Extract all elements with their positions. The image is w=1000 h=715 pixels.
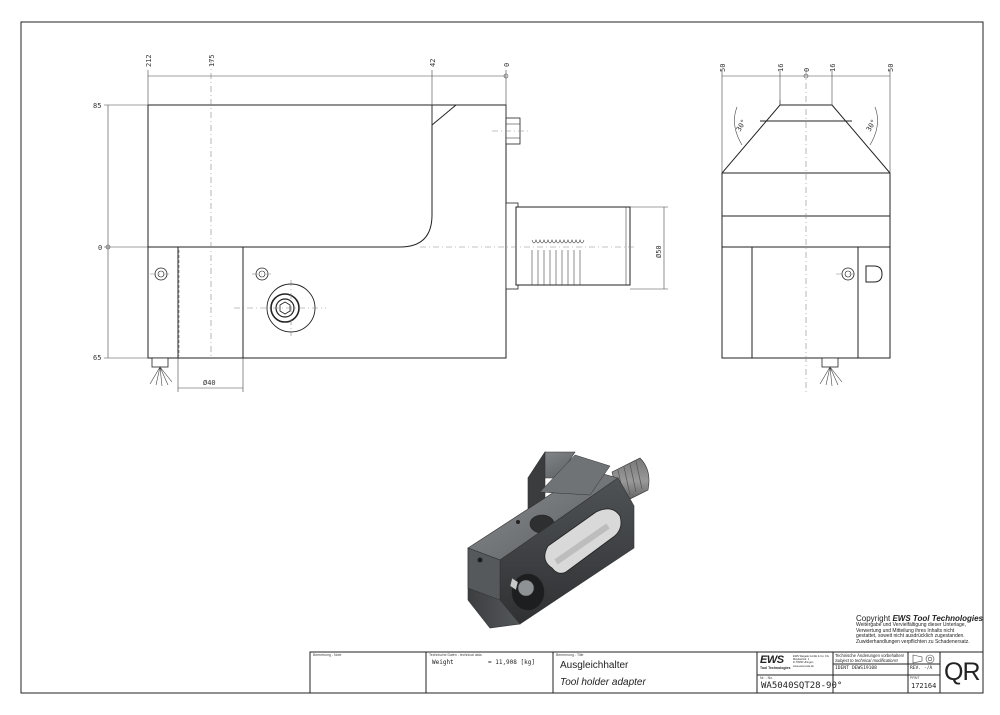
copyright-line: Weitergabe und Vervielfältigung dieser U…: [856, 622, 966, 628]
projection-label: PRNT: [910, 676, 920, 680]
ews-logo: EWS: [760, 654, 784, 666]
isometric-render: [467, 450, 650, 629]
dim-42: 42: [429, 59, 437, 67]
front-view-dimensions: 212 175 42 0 85 0 65 Ø40 Ø50: [93, 54, 663, 387]
copyright-title: Copyright EWS Tool Technologies: [856, 614, 983, 623]
dim-0-top: 0: [503, 63, 511, 67]
dim-shank-dia: Ø50: [655, 245, 663, 258]
copyright-line: Zuwiderhandlungen verpflichten zu Schade…: [856, 638, 970, 645]
dim-side-16-left: 16: [777, 64, 785, 72]
weight-label: Weight: [432, 659, 454, 666]
dim-65: 65: [93, 354, 101, 362]
weight-value: = 11,908 [kg]: [488, 659, 535, 666]
dim-175: 175: [208, 54, 216, 67]
dim-angle-left: 30°: [735, 118, 748, 133]
company-address: EWS Weigele GmbH & Co. KG Maybachstr. 1 …: [793, 655, 829, 668]
technical-data-label: Technische Daten - technical data: [429, 653, 482, 657]
ews-logo-sub: Tool Technologies: [760, 666, 791, 670]
front-view: [104, 60, 668, 392]
remark-label: Bemerkung - Note: [313, 653, 342, 657]
ident-label: IDENT: [835, 666, 849, 671]
project-number: 172164: [911, 682, 937, 690]
dim-212: 212: [145, 54, 153, 67]
side-view: [721, 70, 891, 395]
ident-value: DEWS19108: [852, 666, 877, 671]
dim-0-left: 0: [98, 244, 102, 252]
dim-side-0: 0: [803, 68, 811, 72]
copyright-line: gestattet, soweit nicht ausdrücklich zug…: [856, 633, 965, 640]
dim-85: 85: [93, 102, 101, 110]
drawing-title-en: Tool holder adapter: [560, 677, 646, 688]
shank-outline: [515, 206, 631, 286]
dim-side-16-right: 16: [829, 64, 837, 72]
drawing-title-de: Ausgleichhalter: [560, 660, 629, 671]
copyright-line: Verwertung und Mitteilung ihres Inhalts …: [856, 627, 955, 634]
body-outline: [147, 104, 507, 359]
title-label: Benennung - Title: [556, 653, 584, 657]
rev-value: -/A: [924, 666, 933, 671]
part-number: WA5040SQT28-90°: [761, 681, 843, 691]
title-block-grid: [309, 651, 984, 694]
shank-serration: [531, 239, 585, 285]
dim-side-50-left: 50: [719, 64, 727, 72]
copyright-notice: Copyright EWS Tool Technologies Weiterga…: [856, 614, 986, 645]
dim-side-50-right: 50: [887, 64, 895, 72]
rev-label: REV.: [910, 666, 922, 671]
number-label: Nr. - No.: [760, 676, 774, 680]
qr-marker: QR: [944, 658, 980, 686]
dim-bore-dia: Ø40: [203, 379, 216, 387]
change-notice: Technische Änderungen vorbehalten! Subje…: [835, 653, 905, 663]
